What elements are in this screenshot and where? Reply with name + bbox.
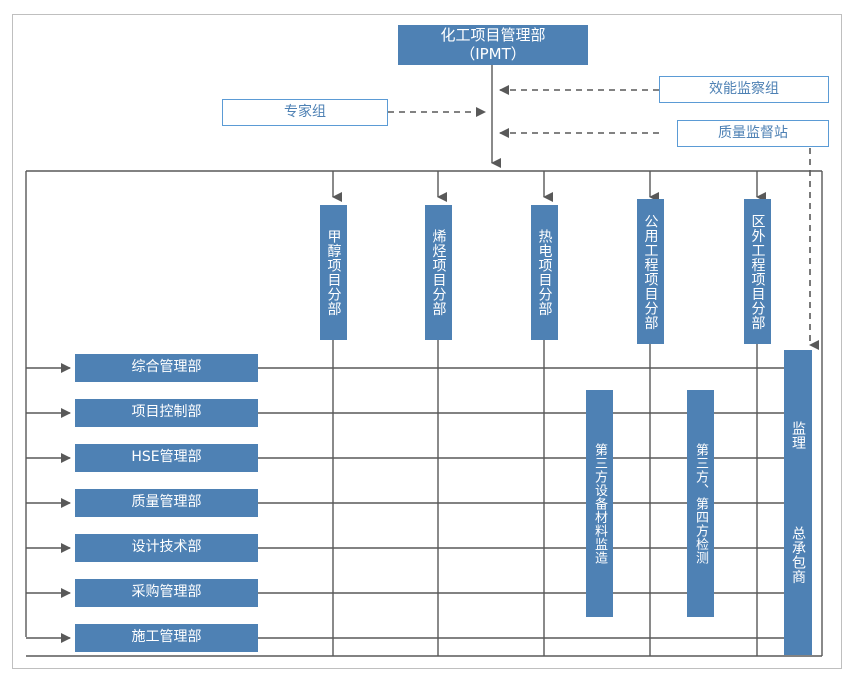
quality-supervision-station-box[interactable]: 质量监督站 (677, 120, 829, 147)
hse-management-department-box[interactable]: HSE管理部 (75, 444, 258, 472)
efficiency-supervision-group-label: 效能监察组 (709, 80, 779, 97)
third-party-equipment-material-supervision-box[interactable]: 第三方设备材料监造 (586, 390, 613, 617)
procurement-management-department-box[interactable]: 采购管理部 (75, 579, 258, 607)
diagram-outer-frame (12, 14, 842, 669)
procurement-management-department-label: 采购管理部 (131, 584, 202, 601)
expert-group-label: 专家组 (284, 103, 326, 120)
utility-engineering-project-division-box[interactable]: 公用工程项目分部 (637, 199, 664, 344)
expert-group-box[interactable]: 专家组 (222, 99, 388, 126)
project-control-department-label: 项目控制部 (131, 404, 202, 421)
olefin-project-division-label: 烯烃项目分部 (430, 229, 447, 316)
general-management-department-label: 综合管理部 (131, 359, 202, 376)
design-technology-department-box[interactable]: 设计技术部 (75, 534, 258, 562)
construction-management-department-box[interactable]: 施工管理部 (75, 624, 258, 652)
construction-management-department-label: 施工管理部 (131, 629, 202, 646)
third-party-fourth-party-inspection-box[interactable]: 第三方、第四方检测 (687, 390, 714, 617)
methanol-project-division-label: 甲醇项目分部 (325, 229, 342, 316)
general-management-department-box[interactable]: 综合管理部 (75, 354, 258, 382)
supervision-general-contractor-box[interactable]: 监理 总承包商 (784, 350, 812, 655)
general-contractor-label: 总承包商 (790, 526, 806, 584)
olefin-project-division-box[interactable]: 烯烃项目分部 (425, 205, 452, 340)
quality-supervision-station-label: 质量监督站 (718, 124, 788, 141)
ipmt-title-box[interactable]: 化工项目管理部 （IPMT） (398, 25, 588, 65)
design-technology-department-label: 设计技术部 (131, 539, 202, 556)
third-party-equipment-material-supervision-label: 第三方设备材料监造 (592, 442, 607, 565)
supervision-label: 监理 (790, 420, 806, 450)
off-site-engineering-project-division-box[interactable]: 区外工程项目分部 (744, 199, 771, 344)
utility-engineering-project-division-label: 公用工程项目分部 (642, 213, 659, 330)
quality-management-department-box[interactable]: 质量管理部 (75, 489, 258, 517)
off-site-engineering-project-division-label: 区外工程项目分部 (749, 213, 766, 330)
ipmt-title-label: 化工项目管理部 （IPMT） (440, 26, 546, 63)
thermal-power-project-division-box[interactable]: 热电项目分部 (531, 205, 558, 340)
quality-management-department-label: 质量管理部 (131, 494, 202, 511)
project-control-department-box[interactable]: 项目控制部 (75, 399, 258, 427)
efficiency-supervision-group-box[interactable]: 效能监察组 (659, 76, 829, 103)
thermal-power-project-division-label: 热电项目分部 (536, 229, 553, 316)
third-party-fourth-party-inspection-label: 第三方、第四方检测 (693, 442, 708, 565)
hse-management-department-label: HSE管理部 (131, 449, 202, 466)
methanol-project-division-box[interactable]: 甲醇项目分部 (320, 205, 347, 340)
